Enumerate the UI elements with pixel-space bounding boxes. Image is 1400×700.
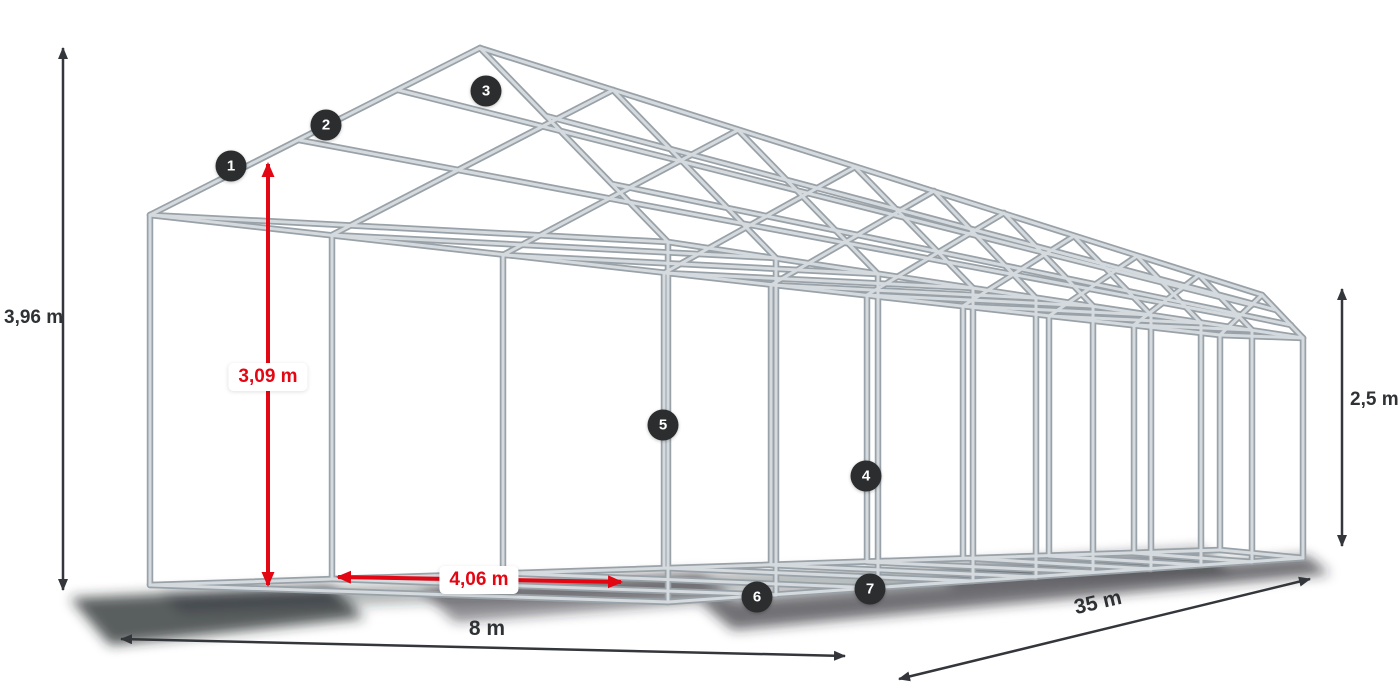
marker-6: 6 xyxy=(741,581,773,613)
side-height-label: 2,5 m xyxy=(1350,389,1399,410)
marker-4: 4 xyxy=(850,460,882,492)
marker-7: 7 xyxy=(854,573,886,605)
width-label: 8 m xyxy=(468,617,506,640)
marker-5: 5 xyxy=(647,409,679,441)
marker-1: 1 xyxy=(215,150,247,182)
marker-2: 2 xyxy=(310,109,342,141)
total-height-label: 3,96 m xyxy=(4,307,64,328)
tent-frame-structure xyxy=(146,44,1307,606)
width-arrow xyxy=(120,634,846,661)
inner-height-label: 3,09 m xyxy=(228,363,308,391)
length-arrow xyxy=(898,576,1311,682)
inner-width-label: 4,06 m xyxy=(439,566,519,594)
marker-3: 3 xyxy=(470,75,502,107)
